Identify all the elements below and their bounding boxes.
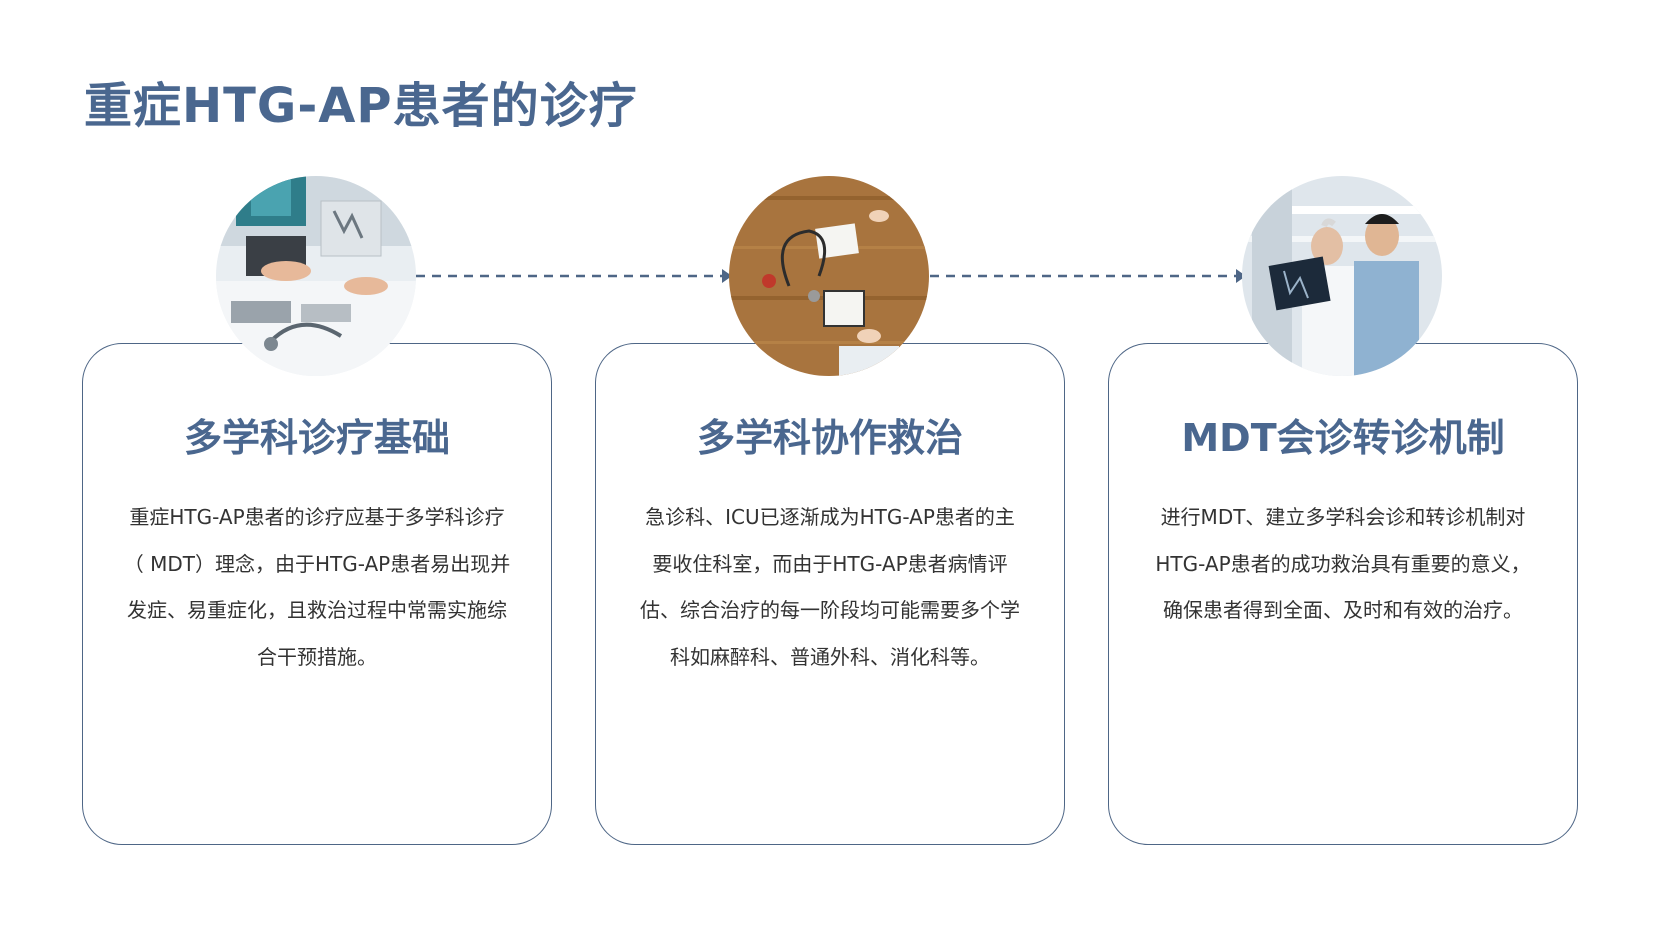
step-description: 重症HTG-AP患者的诊疗应基于多学科诊疗（ MDT）理念，由于HTG-AP患者…	[123, 505, 511, 669]
step-heading: 多学科协作救治	[696, 416, 963, 460]
step-card-1: 多学科诊疗基础 重症HTG-AP患者的诊疗应基于多学科诊疗（ MDT）理念，由于…	[82, 343, 552, 845]
step-heading: 多学科诊疗基础	[183, 416, 450, 460]
step-card-3: MDT会诊转诊机制 进行MDT、建立多学科会诊和转诊机制对HTG-AP患者的成功…	[1108, 343, 1578, 845]
arrowhead-1	[722, 269, 732, 283]
doctors-reviewing-xray-photo	[1242, 176, 1442, 376]
page-title: 重症HTG-AP患者的诊疗	[84, 78, 638, 134]
step-card-2: 多学科协作救治 急诊科、ICU已逐渐成为HTG-AP患者的主要收住科室，而由于H…	[595, 343, 1065, 845]
step-description: 急诊科、ICU已逐渐成为HTG-AP患者的主要收住科室，而由于HTG-AP患者病…	[640, 505, 1020, 669]
step-heading: MDT会诊转诊机制	[1181, 416, 1505, 460]
step-description: 进行MDT、建立多学科会诊和转诊机制对HTG-AP患者的成功救治具有重要的意义，…	[1155, 505, 1531, 622]
stethoscope-desk-photo	[729, 176, 929, 376]
arrowhead-2	[1236, 269, 1246, 283]
medical-team-xray-photo	[216, 176, 416, 376]
step-connector	[416, 269, 1246, 283]
